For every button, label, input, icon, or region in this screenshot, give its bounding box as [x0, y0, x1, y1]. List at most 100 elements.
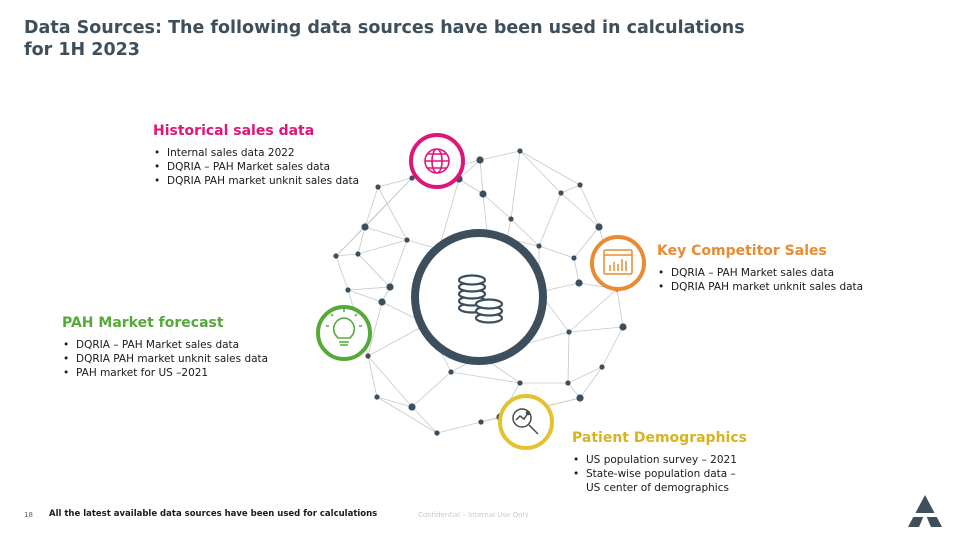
list-item: DQRIA – PAH Market sales data: [153, 160, 359, 174]
list-item: DQRIA PAH market unknit sales data: [62, 352, 268, 366]
key-competitor-heading: Key Competitor Sales: [657, 243, 827, 259]
network-edge: [479, 150, 521, 161]
network-edge: [357, 239, 408, 255]
network-edge: [568, 326, 624, 333]
pah-forecast-heading: PAH Market forecast: [62, 315, 224, 331]
network-node: [476, 156, 484, 164]
key-competitor-list: DQRIA – PAH Market sales data DQRIA PAH …: [657, 266, 863, 294]
list-item: State-wise population data –: [572, 467, 747, 481]
network-node: [566, 329, 572, 335]
pah-forecast-block: PAH Market forecast DQRIA – PAH Market s…: [62, 315, 268, 380]
network-node: [577, 182, 583, 188]
pah-forecast-node: [316, 305, 372, 361]
footer-note: All the latest available data sources ha…: [49, 509, 378, 519]
network-edge: [335, 177, 413, 257]
network-edge: [364, 226, 408, 241]
network-edge: [579, 366, 603, 399]
network-edge: [376, 396, 413, 408]
network-edge: [567, 366, 603, 384]
network-edge: [367, 301, 383, 357]
list-item-continuation: US center of demographics: [586, 482, 729, 494]
network-edge: [579, 184, 600, 228]
network-node: [375, 184, 381, 190]
list-item: DQRIA PAH market unknit sales data: [153, 174, 359, 188]
network-edge: [538, 192, 562, 247]
globe-icon: [424, 148, 450, 174]
pah-forecast-list: DQRIA – PAH Market sales data DQRIA PAH …: [62, 338, 268, 380]
network-node: [378, 298, 386, 306]
network-edge: [376, 396, 438, 434]
page-title: Data Sources: The following data sources…: [24, 17, 745, 61]
network-node: [355, 251, 361, 257]
network-edge: [364, 186, 379, 228]
key-competitor-block: Key Competitor Sales DQRIA – PAH Market …: [657, 243, 863, 294]
network-edge: [367, 355, 413, 408]
network-edge: [601, 326, 624, 368]
list-item: Internal sales data 2022: [153, 146, 359, 160]
network-edge: [560, 192, 600, 228]
network-edge: [479, 159, 484, 195]
network-edge: [573, 226, 600, 259]
network-node: [361, 223, 369, 231]
network-node: [374, 394, 380, 400]
network-node: [508, 216, 514, 222]
network-node: [576, 394, 584, 402]
network-node: [386, 283, 394, 291]
patient-demographics-heading: Patient Demographics: [572, 430, 747, 446]
network-edge: [482, 193, 512, 220]
network-edge: [347, 286, 391, 291]
list-item: DQRIA – PAH Market sales data: [62, 338, 268, 352]
network-edge: [377, 186, 408, 241]
historical-sales-heading: Historical sales data: [153, 123, 315, 139]
network-node: [565, 380, 571, 386]
network-node: [575, 279, 583, 287]
network-edge: [436, 421, 482, 434]
network-edge: [458, 178, 484, 195]
lightbulb-icon: [326, 309, 362, 346]
network-node: [517, 380, 523, 386]
network-edge: [367, 323, 428, 357]
page-title-line-2: for 1H 2023: [24, 40, 140, 60]
patient-demographics-block: Patient Demographics US population surve…: [572, 430, 747, 495]
network-edge: [519, 150, 581, 186]
network-node: [558, 190, 564, 196]
network-node: [478, 419, 484, 425]
network-edge: [616, 288, 624, 328]
network-edge: [567, 331, 570, 384]
network-node: [517, 148, 523, 154]
bar-chart-window-icon: [603, 249, 633, 275]
network-edge: [538, 245, 575, 259]
network-edge: [450, 371, 521, 384]
network-edge: [377, 177, 413, 188]
list-item: DQRIA PAH market unknit sales data: [657, 280, 863, 294]
network-edge: [357, 253, 391, 288]
key-competitor-node: [590, 235, 646, 291]
historical-sales-list: Internal sales data 2022 DQRIA – PAH Mar…: [153, 146, 359, 188]
network-node: [448, 369, 454, 375]
network-edge: [560, 184, 581, 194]
network-node: [434, 430, 440, 436]
network-edge: [367, 355, 378, 398]
confidential-label: Confidential – Internal Use Only: [418, 511, 529, 519]
network-edge: [438, 178, 460, 250]
network-edge: [573, 257, 580, 284]
network-node: [619, 323, 627, 331]
network-node: [409, 175, 415, 181]
patient-demographics-list: US population survey – 2021 State-wise p…: [572, 453, 747, 481]
network-node: [345, 287, 351, 293]
network-edge: [411, 371, 452, 408]
page-title-line-1: Data Sources: The following data sources…: [24, 18, 745, 38]
network-node: [404, 237, 410, 243]
network-node: [536, 243, 542, 249]
network-edge: [357, 226, 366, 255]
patient-demographics-node: [498, 394, 554, 450]
network-edge: [335, 255, 349, 291]
center-hub: [411, 229, 547, 365]
network-edge: [335, 253, 359, 257]
network-node: [365, 353, 371, 359]
network-edge: [347, 289, 383, 303]
network-node: [599, 364, 605, 370]
page-number: 18: [24, 511, 33, 519]
network-node: [333, 253, 339, 259]
